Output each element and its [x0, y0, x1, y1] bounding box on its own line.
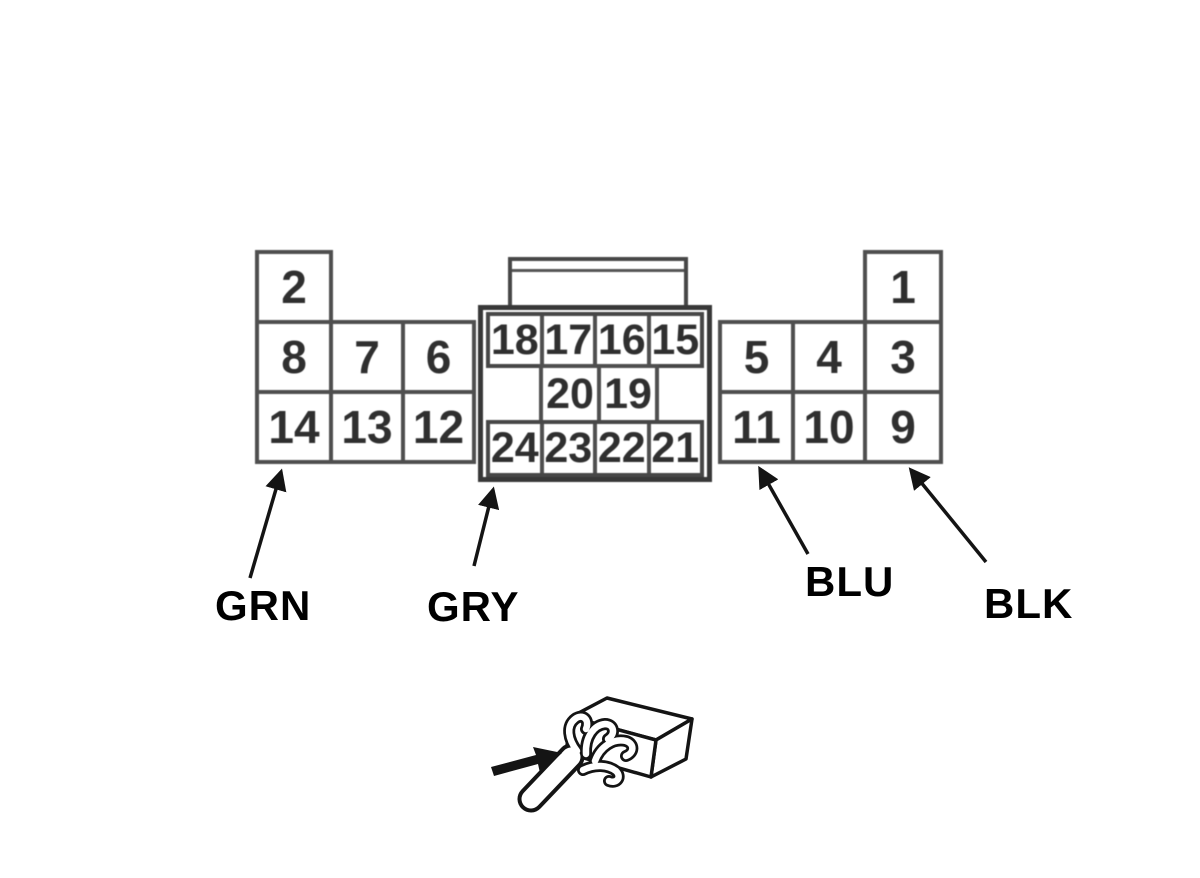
pin-19: 19: [597, 364, 659, 424]
pin-2: 2: [255, 250, 333, 324]
pin-20: 20: [539, 364, 601, 424]
pin-1: 1: [863, 250, 943, 324]
blu-label: BLU: [805, 558, 895, 605]
latch-tab-line: [512, 261, 684, 272]
pin-12: 12: [401, 390, 476, 464]
gry-arrow: [472, 486, 500, 567]
gry-top-row: 18 17 16 15: [486, 312, 704, 368]
pin-17: 17: [539, 316, 594, 364]
empty-slot: [793, 252, 865, 322]
pin-22: 22: [593, 424, 647, 473]
empty-slot: [720, 252, 793, 322]
pin-6: 6: [401, 320, 476, 394]
pin-5: 5: [718, 320, 795, 394]
pin-15: 15: [646, 316, 701, 364]
pin-24: 24: [490, 424, 539, 472]
pin-16: 16: [593, 316, 647, 364]
empty-slot: [403, 252, 474, 322]
insertion-direction-arrow-icon: [491, 747, 562, 776]
pin-10: 10: [791, 390, 867, 464]
hand-outline: [517, 710, 639, 813]
blu-arrow: [758, 465, 810, 555]
hand-fill: [521, 713, 636, 809]
pin-4: 4: [791, 320, 867, 394]
pin-21: 21: [646, 424, 701, 473]
blk-arrow: [908, 467, 988, 564]
pin-7: 7: [329, 320, 405, 394]
pin-18: 18: [490, 315, 539, 364]
pin-13: 13: [329, 390, 405, 464]
empty-slot: [331, 252, 403, 322]
grn-label: GRN: [215, 582, 312, 629]
pin-23: 23: [539, 424, 594, 473]
gry-connector-grid: 18 17 16 15 20 19 24 23 22 21: [478, 305, 712, 482]
connector-box: [564, 696, 694, 779]
gry-bottom-row: 24 23 22 21: [486, 420, 704, 477]
grn-connector-grid: 2 8 7 6 14 13 12: [255, 250, 476, 464]
hand-holding-connector-icon: [491, 696, 694, 813]
pin-9: 9: [863, 390, 943, 464]
blu-blk-connector-grid: 1 5 4 3 11 10 9: [718, 250, 943, 464]
pin-8: 8: [255, 320, 333, 394]
gry-label: GRY: [427, 583, 520, 630]
pin-11: 11: [718, 390, 795, 464]
pin-14: 14: [255, 390, 333, 464]
grn-arrow: [248, 468, 287, 579]
pin-3: 3: [863, 320, 943, 394]
blk-label: BLK: [984, 580, 1074, 627]
